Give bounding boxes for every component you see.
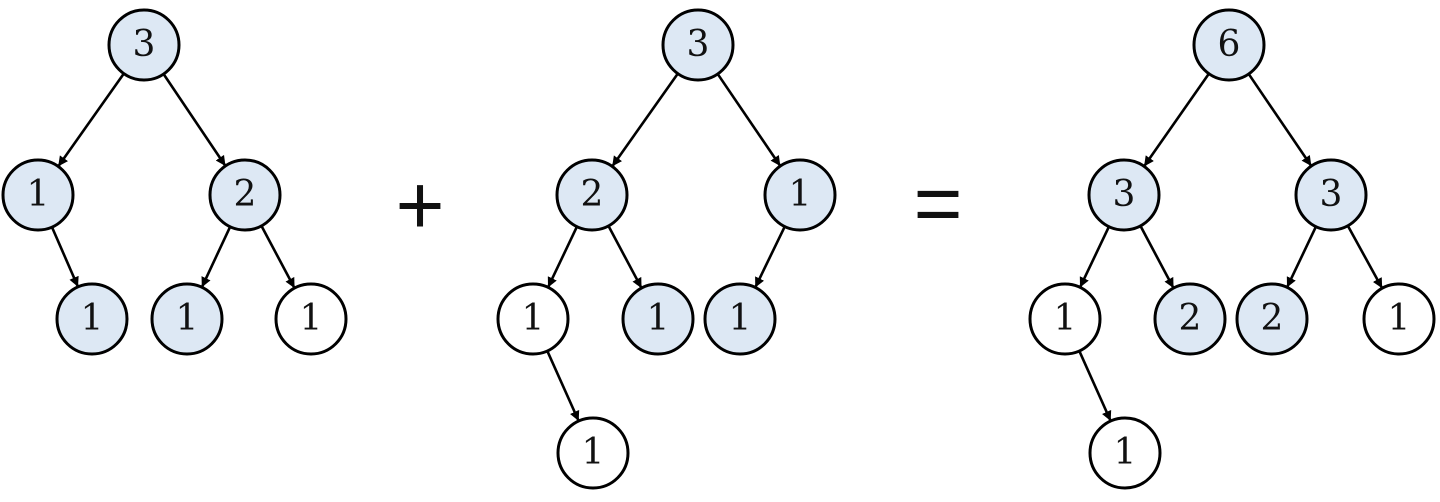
- tree-node: 1: [763, 158, 837, 232]
- tree-edge-arrow: [716, 73, 781, 167]
- tree-edge-arrow: [57, 72, 125, 167]
- node-circle-highlighted: [1192, 8, 1266, 82]
- tree-edge-arrow: [547, 226, 579, 288]
- tree-node: 1: [55, 282, 129, 356]
- node-circle-plain: [1028, 282, 1102, 356]
- tree-node: 1: [496, 282, 570, 356]
- node-circle-plain: [496, 282, 570, 356]
- tree-edge-arrow: [50, 226, 79, 287]
- node-label: 1: [789, 174, 812, 215]
- tree-edge-arrow: [260, 225, 296, 289]
- node-circle-highlighted: [1153, 282, 1227, 356]
- tree-node: 1: [1, 158, 75, 232]
- tree-node: 1: [274, 282, 348, 356]
- node-circle-highlighted: [1235, 282, 1309, 356]
- tree-node: 2: [1235, 282, 1309, 356]
- node-circle-highlighted: [1087, 158, 1161, 232]
- node-circle-highlighted: [703, 282, 777, 356]
- plus-operator: +: [395, 158, 444, 252]
- tree-node: 1: [1028, 282, 1102, 356]
- tree-node: 2: [1153, 282, 1227, 356]
- tree-node: 1: [703, 282, 777, 356]
- tree-node: 1: [150, 282, 224, 356]
- tree-node: 6: [1192, 8, 1266, 82]
- tree-node: 1: [1088, 416, 1162, 490]
- node-label: 3: [1320, 174, 1343, 215]
- edges-layer: [50, 72, 1383, 422]
- node-label: 1: [729, 298, 752, 339]
- node-circle-highlighted: [555, 158, 629, 232]
- node-label: 1: [176, 298, 199, 339]
- tree-edge-arrow: [1078, 350, 1112, 422]
- node-circle-highlighted: [621, 282, 695, 356]
- tree-edge-arrow: [1346, 225, 1383, 289]
- tree-node: 3: [107, 8, 181, 82]
- tree-node: 1: [621, 282, 695, 356]
- tree-node: 2: [555, 158, 629, 232]
- tree-edge-arrow: [754, 225, 786, 288]
- node-label: 1: [582, 432, 605, 473]
- node-circle-highlighted: [661, 8, 735, 82]
- node-circle-plain: [556, 416, 630, 490]
- tree-node: 3: [1087, 158, 1161, 232]
- tree-edge-arrow: [1247, 73, 1312, 167]
- tree-node: 1: [1362, 282, 1436, 356]
- node-label: 1: [647, 298, 670, 339]
- node-label: 1: [300, 298, 323, 339]
- tree-edge-arrow: [1139, 225, 1175, 289]
- node-circle-plain: [274, 282, 348, 356]
- node-label: 6: [1218, 24, 1241, 65]
- tree-edge-arrow: [201, 226, 232, 288]
- node-label: 2: [1179, 298, 1202, 339]
- node-label: 2: [581, 174, 604, 215]
- tree-edge-arrow: [607, 225, 643, 289]
- node-circle-highlighted: [55, 282, 129, 356]
- tree-node: 3: [1294, 158, 1368, 232]
- tree-edge-arrow: [1079, 226, 1111, 288]
- node-circle-plain: [1362, 282, 1436, 356]
- tree-edge-arrow: [1143, 72, 1210, 167]
- node-label: 1: [1388, 298, 1411, 339]
- node-label: 1: [522, 298, 545, 339]
- tree-edge-arrow: [546, 350, 580, 422]
- node-label: 3: [687, 24, 710, 65]
- node-circle-highlighted: [1294, 158, 1368, 232]
- node-circle-highlighted: [208, 158, 282, 232]
- node-circle-plain: [1088, 416, 1162, 490]
- node-circle-highlighted: [150, 282, 224, 356]
- node-label: 3: [133, 24, 156, 65]
- node-label: 2: [1261, 298, 1284, 339]
- node-circle-highlighted: [763, 158, 837, 232]
- node-circle-highlighted: [1, 158, 75, 232]
- node-label: 1: [81, 298, 104, 339]
- node-label: 2: [234, 174, 257, 215]
- tree-node: 3: [661, 8, 735, 82]
- tree-node: 2: [208, 158, 282, 232]
- node-label: 1: [27, 174, 50, 215]
- node-label: 3: [1113, 174, 1136, 215]
- tree-edge-arrow: [611, 72, 679, 167]
- tree-node: 1: [556, 416, 630, 490]
- nodes-layer: 3 1 2 1 1 1 3 2 1 1 1 1 1 6 3 3 1 2 2 1 1: [1, 8, 1436, 490]
- node-label: 1: [1054, 298, 1077, 339]
- tree-edge-arrow: [162, 73, 226, 166]
- node-label: 1: [1114, 432, 1137, 473]
- equals-operator: =: [913, 156, 962, 250]
- node-circle-highlighted: [107, 8, 181, 82]
- tree-edge-arrow: [1286, 226, 1318, 288]
